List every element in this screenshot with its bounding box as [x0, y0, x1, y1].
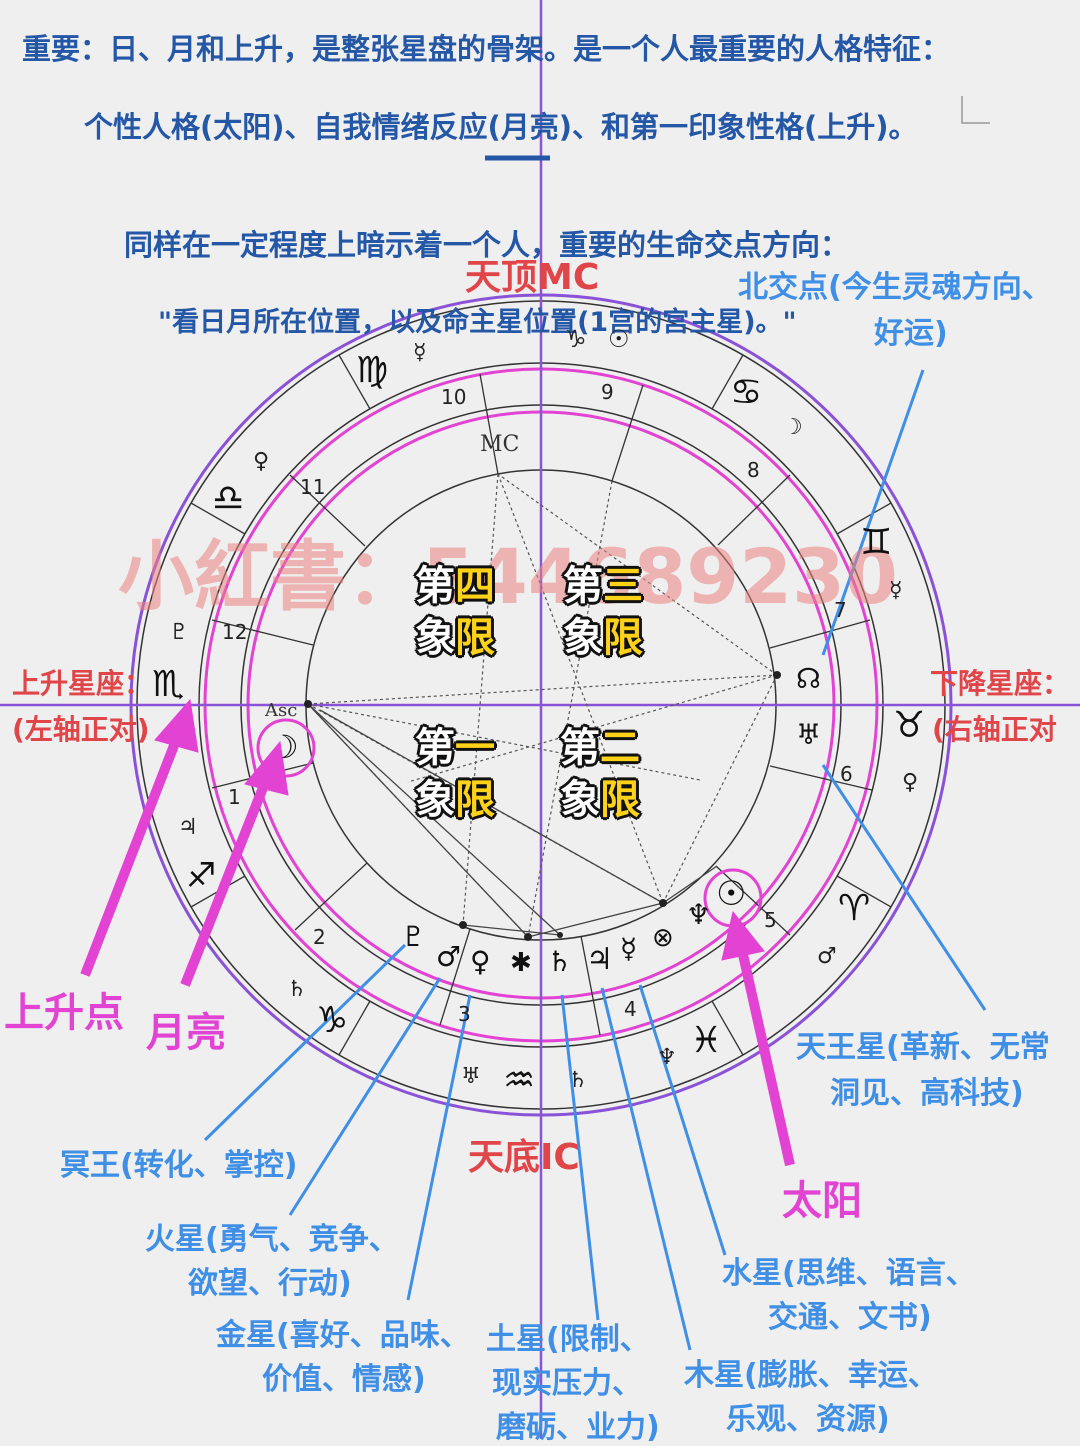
outer-venus-icon: ♀	[253, 449, 270, 474]
jupiter-label-2: 乐观、资源)	[726, 1402, 890, 1437]
asc-point-label: 上升点	[4, 990, 124, 1036]
moon-highlight-circle	[256, 718, 316, 778]
quadrant-3: 第三 象限	[563, 563, 643, 661]
outer-capricorn-small-icon: ♑	[565, 325, 587, 353]
quadrant-2: 第二 象限	[560, 725, 640, 823]
pluto-planet-icon: ♇	[401, 920, 427, 953]
gemini-icon: ♊	[860, 522, 893, 563]
outer-sun-small-icon: ☉	[608, 325, 630, 353]
sun-label: 太阳	[782, 1178, 862, 1224]
saturn-planet-icon: ♄	[547, 945, 573, 978]
mars-label-1: 火星(勇气、竞争、	[145, 1222, 399, 1257]
house-11: 11	[300, 475, 326, 499]
mars-planet-icon: ♂	[436, 940, 462, 973]
star-mark-icon: ✱	[510, 948, 532, 978]
asc-sign-sub: (左轴正对)	[12, 713, 150, 746]
virgo-icon: ♍	[356, 350, 389, 391]
aries-icon: ♈	[838, 888, 871, 929]
house-8: 8	[747, 458, 760, 482]
saturn-label-2: 现实压力、	[492, 1366, 642, 1401]
mercury-planet-icon: ☿	[620, 932, 638, 965]
uranus-label-1: 天王星(革新、无常	[796, 1030, 1050, 1065]
header-line-4: "看日月所在位置，以及命主星位置(1宫的宫主星)。"	[158, 307, 797, 338]
sagittarius-icon: ♐	[186, 856, 217, 896]
header-line-2: 个性人格(太阳)、自我情绪反应(月亮)、和第一印象性格(上升)。	[84, 110, 918, 144]
outer-mars-icon: ♂	[817, 944, 837, 969]
aquarius-icon: ♒	[503, 1060, 536, 1101]
mc-label: 天顶MC	[465, 257, 600, 298]
house-4: 4	[624, 997, 637, 1021]
venus-label-2: 价值、情感)	[262, 1362, 426, 1397]
saturn-label-3: 磨砺、业力)	[496, 1410, 660, 1445]
uranus-planet-icon: ♅	[796, 718, 822, 751]
moon-label: 月亮	[146, 1010, 226, 1056]
header-line-1: 重要：日、月和上升，是整张星盘的骨架。是一个人最重要的人格特征：	[22, 32, 951, 66]
cancer-icon: ♋	[730, 372, 763, 413]
jupiter-label-1: 木星(膨胀、幸运、	[684, 1358, 938, 1393]
moon-planet-icon: ☽	[270, 728, 299, 766]
venus-planet-icon: ♀	[470, 945, 491, 978]
mercury-label-2: 交通、文书)	[768, 1300, 932, 1335]
house-2: 2	[313, 925, 326, 949]
outer-uranus-icon: ♅	[461, 1064, 481, 1089]
sun-planet-icon: ☉	[716, 874, 747, 914]
house-10: 10	[441, 385, 467, 409]
outer-jupiter-icon: ♃	[178, 815, 198, 840]
house-3: 3	[458, 1002, 471, 1026]
north-node-label-1: 北交点(今生灵魂方向、	[738, 270, 1052, 305]
outer-pluto-icon: ♇	[169, 620, 189, 645]
house-5: 5	[764, 908, 777, 932]
outer-mercury-2-icon: ☿	[889, 578, 903, 603]
watermark: 小紅書：544689230	[118, 532, 898, 621]
outer-saturn-2-icon: ♄	[568, 1068, 588, 1093]
quadrant-1: 第一 象限	[415, 725, 495, 823]
saturn-label-1: 土星(限制、	[486, 1322, 650, 1357]
outer-moon-icon: ☽	[783, 415, 803, 440]
outer-neptune-icon: ♆	[657, 1045, 677, 1070]
ic-label: 天底IC	[468, 1137, 580, 1178]
pluto-label: 冥王(转化、掌控)	[60, 1148, 298, 1183]
jupiter-planet-icon: ♃	[586, 942, 613, 977]
part-of-fortune-icon: ⊗	[652, 923, 674, 953]
outer-mercury-icon: ☿	[413, 340, 427, 365]
pisces-icon: ♓	[690, 1020, 723, 1061]
mercury-label-1: 水星(思维、语言、	[722, 1256, 976, 1291]
header-line-3: 同样在一定程度上暗示着一个人，重要的生命交点方向：	[124, 228, 850, 262]
chart-asc-text: Asc	[265, 700, 298, 721]
mars-label-2: 欲望、行动)	[188, 1266, 352, 1301]
house-12: 12	[222, 620, 248, 644]
house-1: 1	[228, 785, 241, 809]
house-7: 7	[834, 598, 847, 622]
chart-mc-text: MC	[480, 432, 520, 457]
scorpio-icon: ♏	[152, 664, 185, 705]
outer-venus-2-icon: ♀	[902, 770, 919, 795]
north-node-icon: ☊	[796, 662, 821, 695]
neptune-planet-icon: ♆	[686, 898, 712, 931]
quadrant-4: 第四 象限	[415, 563, 495, 661]
house-6: 6	[840, 762, 853, 786]
uranus-label-2: 洞见、高科技)	[830, 1076, 1024, 1111]
taurus-icon: ♉	[893, 705, 926, 746]
asc-sign-title: 上升星座：	[12, 667, 153, 700]
house-9: 9	[601, 380, 614, 404]
capricorn-icon: ♑	[316, 1000, 349, 1041]
libra-icon: ♎	[212, 478, 245, 519]
venus-label-1: 金星(喜好、品味、	[216, 1318, 470, 1353]
desc-sign-sub: (右轴正对	[932, 713, 1057, 746]
outer-saturn-icon: ♄	[287, 977, 307, 1002]
desc-sign-title: 下降星座：	[930, 667, 1071, 700]
north-node-label-2: 好运)	[874, 316, 948, 351]
